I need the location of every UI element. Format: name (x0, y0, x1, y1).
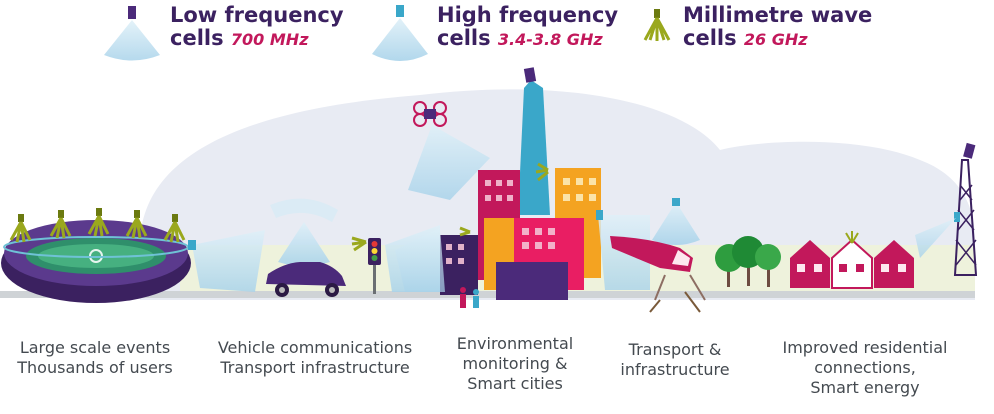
stadium-mmwave-cells (9, 208, 186, 243)
stadium-high-frequency-beam (192, 230, 265, 292)
trees (715, 236, 781, 287)
legend-low-frequency-subtitle: cells 700 MHz (170, 26, 309, 50)
cell-tower (915, 142, 978, 276)
legend-high-frequency: High frequency cells 3.4-3.8 GHz (437, 4, 618, 51)
legend-high-frequency-band: 3.4-3.8 GHz (497, 30, 603, 49)
legend-high-frequency-title: High frequency (437, 3, 619, 27)
train (610, 198, 706, 313)
pedestrians (460, 287, 479, 308)
legend-millimetre-wave-band: 26 GHz (743, 30, 808, 49)
caption-residential-connections: Improved residential connections, Smart … (782, 338, 948, 397)
legend-millimetre-wave: Millimetre wave cells 26 GHz (683, 4, 872, 51)
caption-environmental-monitoring: Environmental monitoring & Smart cities (456, 334, 574, 393)
road (0, 291, 975, 298)
legend-millimetre-wave-subtitle: cells 26 GHz (683, 26, 808, 50)
high-frequency-cell-icon (372, 5, 428, 61)
houses (790, 231, 914, 289)
legend-low-frequency: Low frequency cells 700 MHz (170, 4, 344, 51)
caption-transport-infrastructure: Transport & infrastructure (620, 340, 730, 379)
drone (408, 101, 490, 200)
car (266, 198, 346, 297)
caption-vehicle-communications: Vehicle communications Transport infrast… (217, 338, 413, 377)
legend-low-frequency-title: Low frequency (170, 3, 344, 27)
millimetre-wave-cell-icon (643, 9, 671, 41)
stadium (1, 220, 191, 303)
legend-millimetre-wave-title: Millimetre wave (683, 3, 873, 27)
legend-high-frequency-subtitle: cells 3.4-3.8 GHz (437, 26, 603, 50)
caption-large-scale-events: Large scale events Thousands of users (17, 338, 173, 377)
legend-low-frequency-band: 700 MHz (230, 30, 309, 49)
low-frequency-cell-icon (104, 6, 160, 61)
